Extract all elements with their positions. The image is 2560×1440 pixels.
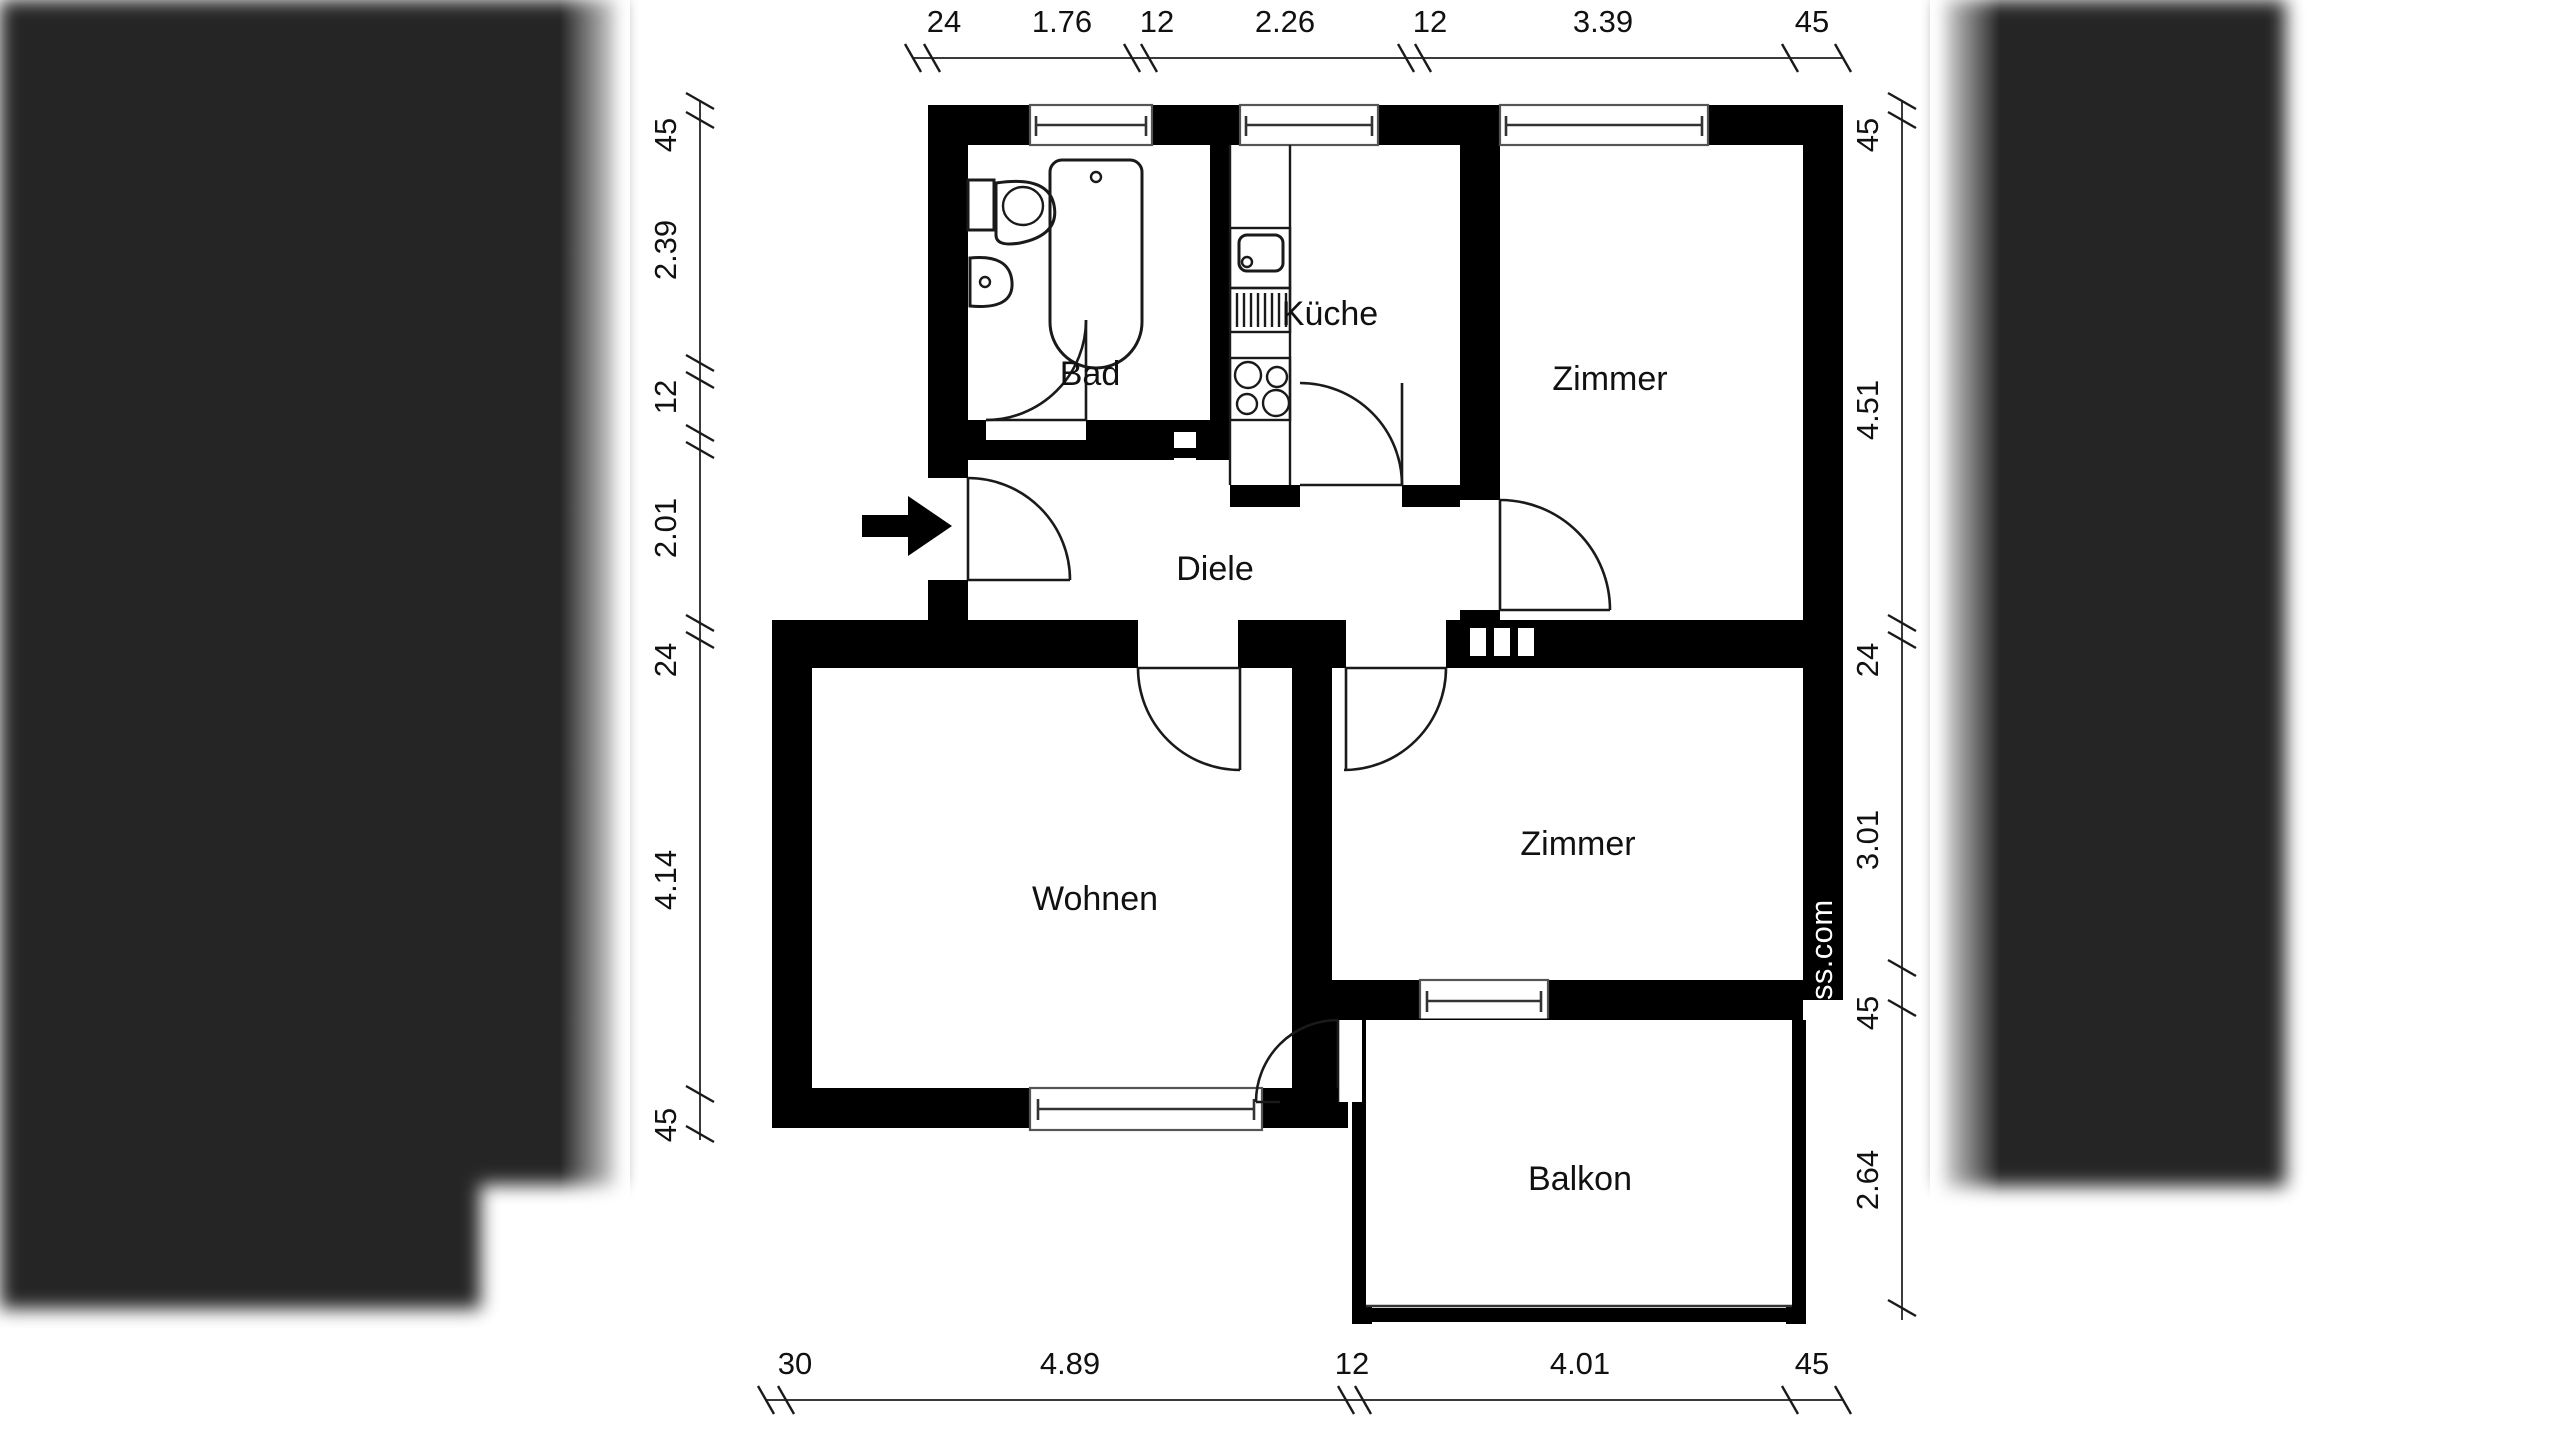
entrance-arrow — [862, 496, 952, 556]
dim-left-3: 2.01 — [648, 498, 683, 558]
wall-kueche-zimmer — [1460, 145, 1500, 490]
room-area-bad — [968, 145, 1146, 420]
window-bad — [1028, 103, 1154, 147]
dim-bottom-2: 12 — [1335, 1346, 1369, 1381]
kitchen-sink-icon — [1228, 226, 1292, 290]
doors — [862, 319, 1612, 1128]
dim-left-6: 45 — [648, 1108, 683, 1142]
dim-right-1: 4.51 — [1850, 380, 1885, 440]
dim-left-1: 2.39 — [648, 220, 683, 280]
fixtures-bad — [966, 158, 1144, 370]
door-bad — [985, 319, 1088, 440]
dim-bottom-0: 30 — [778, 1346, 812, 1381]
flue-shaft — [1470, 628, 1534, 656]
dim-left-0: 45 — [648, 118, 683, 152]
room-label-zimmer-2: Zimmer — [1520, 825, 1635, 863]
dim-top-1: 1.76 — [1032, 4, 1092, 39]
balcony-rail-bottom — [1352, 1308, 1806, 1322]
room-label-bad: Bad — [1060, 355, 1121, 393]
balcony — [1352, 1018, 1806, 1324]
room-label-kueche: Küche — [1282, 295, 1378, 333]
dim-right-2: 24 — [1850, 643, 1885, 677]
dim-right-4: 45 — [1850, 996, 1885, 1030]
windows — [1028, 103, 1710, 1132]
stove-icon — [1228, 356, 1292, 422]
wall-zimmer-balkon — [1332, 980, 1803, 1022]
dim-top-5: 3.39 — [1573, 4, 1633, 39]
dim-right-0: 45 — [1850, 118, 1885, 152]
dim-bottom-3: 4.01 — [1550, 1346, 1610, 1381]
dim-right-5: 2.64 — [1850, 1150, 1885, 1210]
window-zimmer-upper — [1498, 103, 1710, 147]
dim-top-0: 24 — [927, 4, 961, 39]
dimension-chain-left: 45 2.39 12 2.01 24 4.14 45 — [648, 91, 715, 1144]
watermark-url: www.grundriss.com — [1804, 899, 1839, 1176]
door-zimmer-lower — [1343, 620, 1448, 772]
door-zimmer-upper — [1460, 498, 1612, 612]
dimension-chain-right: 45 4.51 24 3.01 45 2.64 — [1850, 91, 1917, 1320]
door-kueche — [1299, 381, 1404, 507]
dim-left-2: 12 — [648, 380, 683, 414]
dim-left-5: 4.14 — [648, 850, 683, 910]
balcony-rail-right — [1792, 1020, 1806, 1320]
room-label-diele: Diele — [1176, 550, 1253, 588]
washbasin-icon — [968, 256, 1014, 308]
dim-top-4: 12 — [1413, 4, 1447, 39]
dim-left-4: 24 — [648, 643, 683, 677]
room-label-balkon: Balkon — [1528, 1160, 1632, 1198]
window-kueche — [1238, 103, 1380, 147]
window-zimmer-lower — [1418, 978, 1550, 1024]
door-wohnen — [1136, 620, 1242, 772]
door-balkon — [1254, 1018, 1362, 1128]
dim-top-2: 12 — [1140, 4, 1174, 39]
room-label-zimmer-1: Zimmer — [1552, 360, 1667, 398]
bathtub-icon — [1048, 158, 1144, 370]
chimney-pockets — [1174, 432, 1196, 474]
dimension-chain-top: 24 1.76 12 2.26 12 3.39 45 — [903, 4, 1853, 73]
window-wohnen — [1028, 1086, 1264, 1132]
room-label-wohnen: Wohnen — [1032, 880, 1158, 918]
dim-bottom-4: 45 — [1795, 1346, 1829, 1381]
toilet-icon — [966, 178, 1057, 246]
wall-wohnen-zimmer — [1292, 620, 1332, 1088]
dishwasher-icon — [1228, 286, 1292, 334]
wall-structure — [772, 105, 1843, 1128]
dim-top-6: 45 — [1795, 4, 1829, 39]
wall-bad-kueche — [1210, 145, 1230, 420]
dim-bottom-1: 4.89 — [1040, 1346, 1100, 1381]
dimension-chain-bottom: 30 4.89 12 4.01 45 — [756, 1346, 1853, 1415]
dim-top-3: 2.26 — [1255, 4, 1315, 39]
fixtures-kueche — [1228, 145, 1292, 485]
dim-right-3: 3.01 — [1850, 810, 1885, 870]
